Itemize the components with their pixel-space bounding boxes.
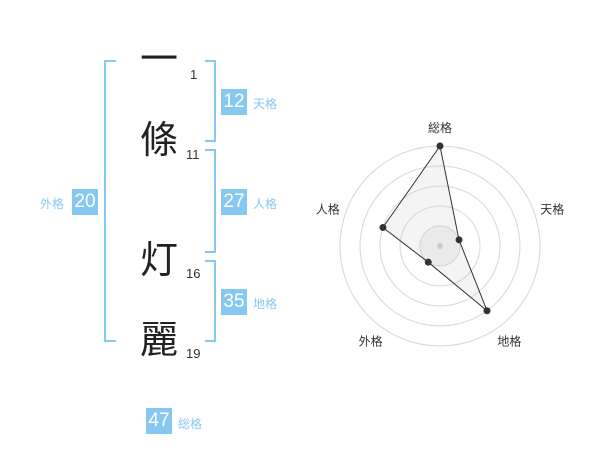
radar-axis-label: 総格 [428,120,452,135]
name-char-2: 條 [140,118,179,162]
tenkaku-bracket [205,60,216,142]
radar-point [483,307,491,315]
radar-point [379,223,387,231]
radar-axis-label: 天格 [540,202,564,217]
name-char-1: 一 [140,37,179,81]
radar-axis-label: 地格 [497,333,521,348]
chikaku-value-badge: 35 [221,289,247,315]
soukaku-value-badge: 47 [146,408,172,434]
radar-ring [359,165,521,327]
gaikaku-value-badge: 20 [72,189,98,215]
stroke-count-1: 1 [190,67,198,82]
gaikaku-bracket [104,60,116,342]
stroke-count-3: 16 [186,266,201,281]
radar-point [455,236,463,244]
radar-axis-label: 人格 [316,202,340,217]
radar-axis-label: 外格 [359,333,383,348]
name-char-4: 麗 [140,318,179,362]
jinkaku-value-badge: 27 [221,189,247,215]
stroke-count-2: 11 [186,147,200,162]
stroke-count-4: 19 [186,346,201,361]
chikaku-label: 地格 [253,297,278,311]
tenkaku-label: 天格 [253,97,278,111]
radar-ring [379,185,501,307]
jinkaku-bracket [205,149,216,253]
soukaku-label: 総格 [178,417,203,431]
tenkaku-value-badge: 12 [221,89,247,115]
radar-point [436,142,444,150]
radar-center-point [437,243,443,249]
radar-point [424,258,432,266]
jinkaku-label: 人格 [253,197,278,211]
name-char-3: 灯 [140,238,179,282]
gaikaku-label: 外格 [40,197,65,211]
radar-data-polygon [382,144,488,312]
radar-ring [399,205,481,287]
chikaku-bracket [205,260,216,342]
